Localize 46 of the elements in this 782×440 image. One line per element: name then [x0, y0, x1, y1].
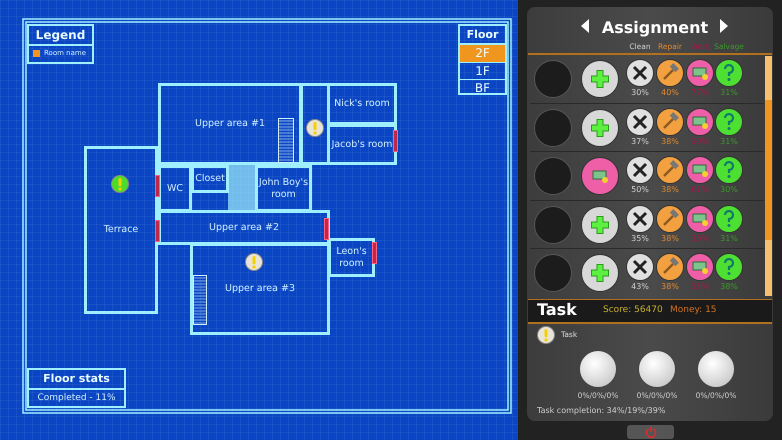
- panel-title: Assignment: [600, 17, 710, 39]
- money-text: Money: 15: [670, 304, 717, 317]
- percentage: 38%: [660, 234, 680, 242]
- room-outline: [255, 165, 312, 212]
- room-name: Nick's room: [334, 98, 390, 110]
- percentage: 30%: [690, 136, 710, 146]
- room-name: John Boy's room: [258, 176, 309, 200]
- percentage: 38%: [660, 282, 680, 291]
- room-outline: [158, 83, 302, 165]
- percentage: 30%: [630, 88, 650, 97]
- completion-text: Completed - 11%: [36, 392, 117, 405]
- room-outline: [190, 243, 330, 335]
- percentage: 31%: [719, 88, 739, 97]
- room-name: Leon's room: [335, 246, 368, 270]
- room-outline: [327, 83, 397, 125]
- percentage: 40%: [660, 88, 680, 97]
- percentage: 30%: [719, 185, 739, 194]
- room-name: Closet: [195, 173, 225, 185]
- room-name: WC: [166, 182, 184, 194]
- percentage: 77%: [690, 88, 710, 97]
- legend-title: Legend: [29, 26, 92, 46]
- percentage: 38%: [660, 136, 680, 146]
- floor-tab: 1F: [460, 62, 505, 79]
- percentage: 35%: [630, 234, 650, 242]
- room-name: Upper area #2: [209, 222, 279, 234]
- room-name: Upper area #1: [195, 118, 265, 130]
- room-name: Upper area #3: [225, 283, 295, 295]
- percentage: 37%: [630, 136, 650, 146]
- room-name: Terrace: [104, 224, 138, 236]
- score-text: Score: 56470: [603, 304, 663, 317]
- percentage: 50%: [630, 185, 650, 194]
- percentage: 38%: [660, 185, 680, 194]
- completion-text: Task completion: 34%/19%/39%: [537, 406, 666, 415]
- percentage: 31%: [719, 136, 739, 146]
- floor-tab: BF: [460, 79, 505, 96]
- room-outline: [191, 165, 229, 193]
- percentage: 61%: [690, 185, 710, 194]
- percentage: 31%: [690, 282, 710, 291]
- room-name: Jacob's room: [332, 138, 392, 150]
- section-title: Task: [537, 299, 577, 321]
- floor-stats-title: Floor stats: [29, 370, 124, 390]
- percentage: 31%: [719, 234, 739, 242]
- percentage: 38%: [719, 282, 739, 291]
- percentage: 36%: [690, 234, 710, 242]
- floor-tab: 2F: [460, 45, 505, 62]
- percentage: 43%: [630, 282, 650, 291]
